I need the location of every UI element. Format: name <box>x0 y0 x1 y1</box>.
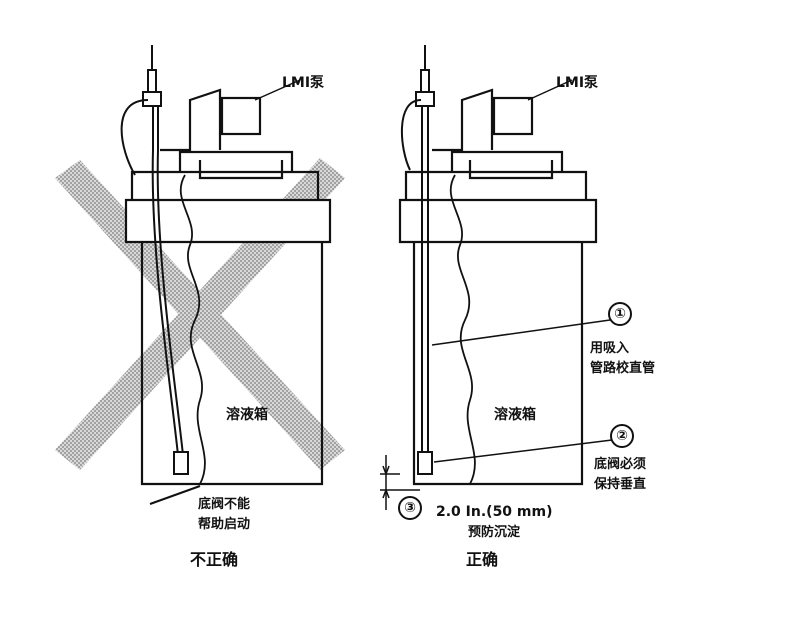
callout2-line2: 保持垂直 <box>594 477 647 492</box>
right-tank-label: 溶液箱 <box>494 407 536 423</box>
callout1-line2: 管路校直管 <box>590 361 656 376</box>
right-pump-label: LMI泵 <box>556 75 599 91</box>
callout1-line1: 用吸入 <box>590 341 630 356</box>
right-pump-leader <box>527 79 573 101</box>
left-suction-line <box>120 45 201 505</box>
right-verdict: 正确 <box>466 550 499 569</box>
callout1-leader <box>431 319 611 346</box>
callout2-leader <box>433 439 613 463</box>
left-verdict: 不正确 <box>190 550 239 569</box>
callout2-number: ② <box>610 424 634 448</box>
callout3-number: ③ <box>398 496 422 520</box>
right-suction-line <box>401 45 435 475</box>
left-note-line2: 帮助启动 <box>198 517 251 532</box>
left-panel <box>55 45 345 505</box>
callout1-number: ① <box>608 302 632 326</box>
left-tank-label: 溶液箱 <box>226 407 268 423</box>
left-pump-label: LMI泵 <box>282 75 325 91</box>
right-panel <box>380 45 613 510</box>
left-pump-leader <box>254 79 301 101</box>
dimension-note: 预防沉淀 <box>468 525 521 540</box>
left-tank <box>124 88 332 486</box>
dimension-text: 2.0 In.(50 mm) <box>436 504 553 520</box>
right-tank <box>398 88 598 486</box>
dimension-marks <box>380 455 420 510</box>
callout2-line1: 底阀必须 <box>594 457 647 472</box>
left-note-line1: 底阀不能 <box>198 497 251 512</box>
